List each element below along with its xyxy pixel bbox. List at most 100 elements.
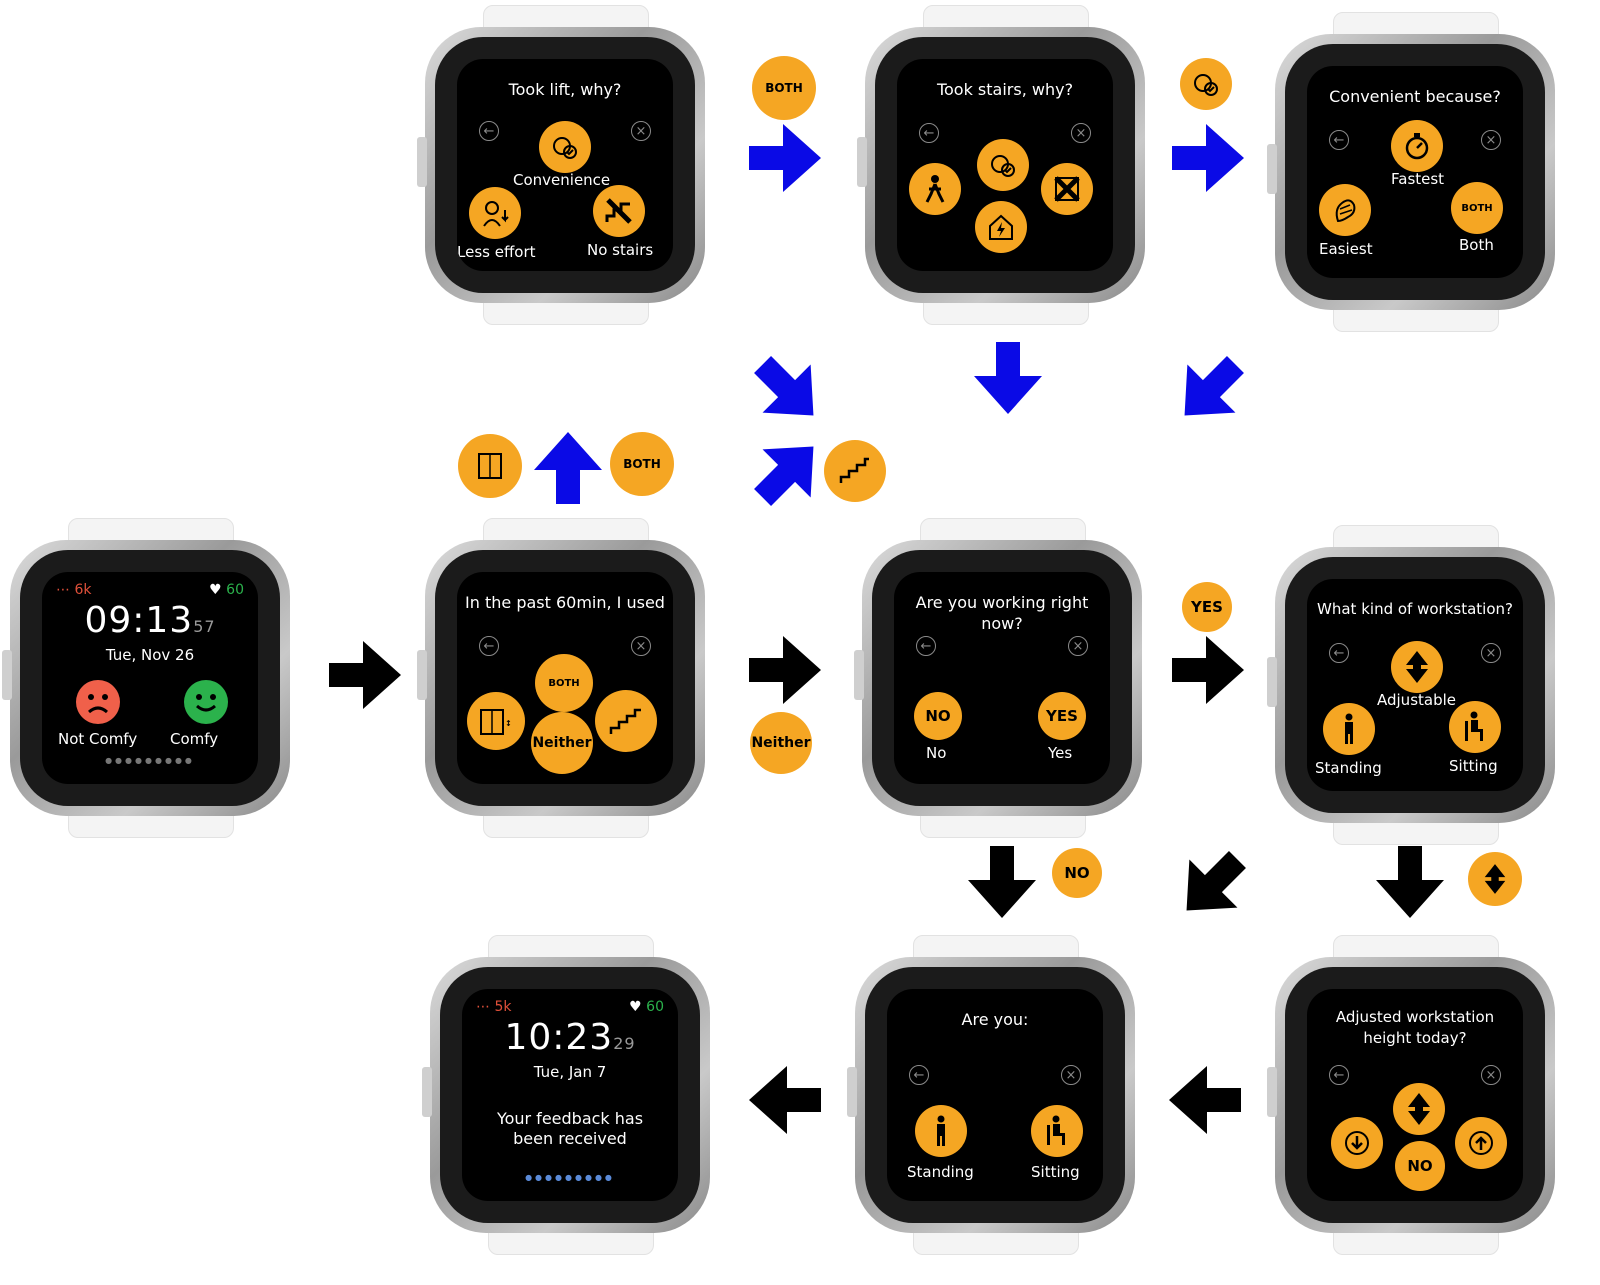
no-label: No bbox=[926, 744, 947, 762]
steps-stat: ⋯ 6k bbox=[56, 582, 92, 598]
sitting-label: Sitting bbox=[1031, 1163, 1080, 1181]
question-lift-why: Took lift, why? bbox=[508, 80, 622, 99]
no-stairs-label: No stairs bbox=[587, 241, 654, 259]
lift-option[interactable]: ↕ bbox=[467, 692, 525, 750]
happy-face-icon[interactable] bbox=[184, 680, 228, 724]
clock-date: Tue, Nov 26 bbox=[105, 646, 195, 664]
adjustable-label: Adjustable bbox=[1377, 691, 1456, 709]
heart-stat: ♥ 60 bbox=[209, 582, 244, 598]
convenience-label: Convenience bbox=[513, 171, 611, 189]
sitting-option[interactable] bbox=[1031, 1105, 1083, 1157]
both-option[interactable]: BOTH bbox=[535, 654, 593, 712]
close-icon[interactable]: × bbox=[1481, 1065, 1501, 1085]
less-effort-label: Less effort bbox=[457, 243, 536, 261]
arrow-left bbox=[1165, 1060, 1245, 1140]
arrow-right bbox=[745, 630, 825, 710]
back-icon[interactable]: ← bbox=[916, 636, 936, 656]
question-convenient: Convenient because? bbox=[1329, 87, 1501, 106]
back-icon[interactable]: ← bbox=[1329, 1065, 1349, 1085]
standing-option[interactable] bbox=[915, 1105, 967, 1157]
heart-stat: ♥ 60 bbox=[629, 999, 664, 1015]
close-icon[interactable]: × bbox=[631, 121, 651, 141]
energy-option[interactable] bbox=[975, 201, 1027, 253]
stairs-option[interactable] bbox=[595, 690, 657, 752]
back-icon[interactable]: ← bbox=[909, 1065, 929, 1085]
watch-are-you: Are you: ← × Standing Sitting bbox=[847, 935, 1135, 1255]
arrow-down bbox=[968, 338, 1048, 418]
arrow-down bbox=[1370, 842, 1450, 922]
watch-used: In the past 60min, I used ← × ↕ BOTH Nei… bbox=[417, 518, 705, 838]
not-comfy-label: Not Comfy bbox=[58, 730, 138, 748]
no-lift-option[interactable] bbox=[1041, 163, 1093, 215]
no-option[interactable]: NO bbox=[914, 692, 962, 740]
clock-date: Tue, Jan 7 bbox=[533, 1063, 607, 1081]
convenience-option[interactable] bbox=[977, 139, 1029, 191]
neither-badge: Neither bbox=[750, 712, 812, 774]
no-option[interactable]: NO bbox=[1395, 1141, 1445, 1191]
page-dots: ●●●●●●●●● bbox=[105, 756, 195, 765]
back-icon[interactable]: ← bbox=[479, 121, 499, 141]
question-workstation: What kind of workstation? bbox=[1317, 600, 1513, 618]
sad-face-icon[interactable] bbox=[76, 680, 120, 724]
svg-text:↕: ↕ bbox=[505, 719, 512, 728]
arrow-down bbox=[962, 842, 1042, 922]
stairs-badge-icon bbox=[824, 440, 886, 502]
watch-stairs-why: Took stairs, why? ← × bbox=[857, 5, 1145, 325]
back-icon[interactable]: ← bbox=[479, 636, 499, 656]
fastest-label: Fastest bbox=[1391, 170, 1445, 188]
exercise-option[interactable] bbox=[909, 163, 961, 215]
steps-stat: ⋯ 5k bbox=[476, 999, 512, 1015]
sitting-option[interactable] bbox=[1449, 701, 1501, 753]
yes-option[interactable]: YES bbox=[1038, 692, 1086, 740]
both-label: Both bbox=[1459, 236, 1494, 254]
arrow-left bbox=[745, 1060, 825, 1140]
arrow-right bbox=[1168, 118, 1248, 198]
fastest-option[interactable] bbox=[1391, 120, 1443, 172]
clock-time: 09:1357 bbox=[84, 600, 216, 641]
close-icon[interactable]: × bbox=[1071, 123, 1091, 143]
both-option[interactable]: BOTH bbox=[1451, 182, 1503, 234]
comfy-label: Comfy bbox=[170, 730, 219, 748]
back-icon[interactable]: ← bbox=[1329, 130, 1349, 150]
close-icon[interactable]: × bbox=[631, 636, 651, 656]
easiest-label: Easiest bbox=[1319, 240, 1373, 258]
arrow-down-left bbox=[1155, 828, 1268, 941]
standing-label: Standing bbox=[1315, 759, 1382, 777]
standing-label: Standing bbox=[907, 1163, 974, 1181]
home-screen: ⋯ 6k ♥ 60 09:1357 Tue, Nov 26 Not Comfy … bbox=[42, 572, 258, 784]
no-badge: NO bbox=[1052, 848, 1102, 898]
watch-working: Are you working right now? ← × NO No YES… bbox=[854, 518, 1142, 838]
back-icon[interactable]: ← bbox=[1329, 643, 1349, 663]
neither-option[interactable]: Neither bbox=[531, 712, 593, 774]
convenience-option[interactable] bbox=[539, 121, 591, 173]
question-are-you: Are you: bbox=[961, 1010, 1029, 1029]
adjustable-option[interactable] bbox=[1391, 641, 1443, 693]
adjustable-option[interactable] bbox=[1393, 1083, 1445, 1135]
page-dots: ●●●●●●●●● bbox=[525, 1173, 615, 1182]
watch-final: ⋯ 5k ♥ 60 10:2329 Tue, Jan 7 Your feedba… bbox=[422, 935, 710, 1255]
arrow-up bbox=[528, 428, 608, 508]
close-icon[interactable]: × bbox=[1481, 643, 1501, 663]
question-stairs-why: Took stairs, why? bbox=[936, 80, 1074, 99]
close-icon[interactable]: × bbox=[1481, 130, 1501, 150]
easiest-option[interactable] bbox=[1319, 184, 1371, 236]
lift-badge-icon bbox=[458, 434, 522, 498]
back-icon[interactable]: ← bbox=[919, 123, 939, 143]
yes-label: Yes bbox=[1048, 744, 1073, 762]
watch-home: ⋯ 6k ♥ 60 09:1357 Tue, Nov 26 Not Comfy … bbox=[2, 518, 290, 838]
question-working: Are you working right now? bbox=[915, 593, 1089, 633]
arrow-right bbox=[745, 118, 825, 198]
watch-convenient: Convenient because? ← × Fastest Easiest … bbox=[1267, 12, 1555, 332]
lowered-option[interactable] bbox=[1331, 1117, 1383, 1169]
raised-option[interactable] bbox=[1455, 1117, 1507, 1169]
standing-option[interactable] bbox=[1323, 703, 1375, 755]
close-icon[interactable]: × bbox=[1068, 636, 1088, 656]
arrow-down-left bbox=[1153, 333, 1266, 446]
no-stairs-option[interactable] bbox=[593, 185, 645, 237]
close-icon[interactable]: × bbox=[1061, 1065, 1081, 1085]
clock-time: 10:2329 bbox=[504, 1017, 636, 1058]
less-effort-option[interactable] bbox=[469, 187, 521, 239]
yes-badge: YES bbox=[1182, 582, 1232, 632]
